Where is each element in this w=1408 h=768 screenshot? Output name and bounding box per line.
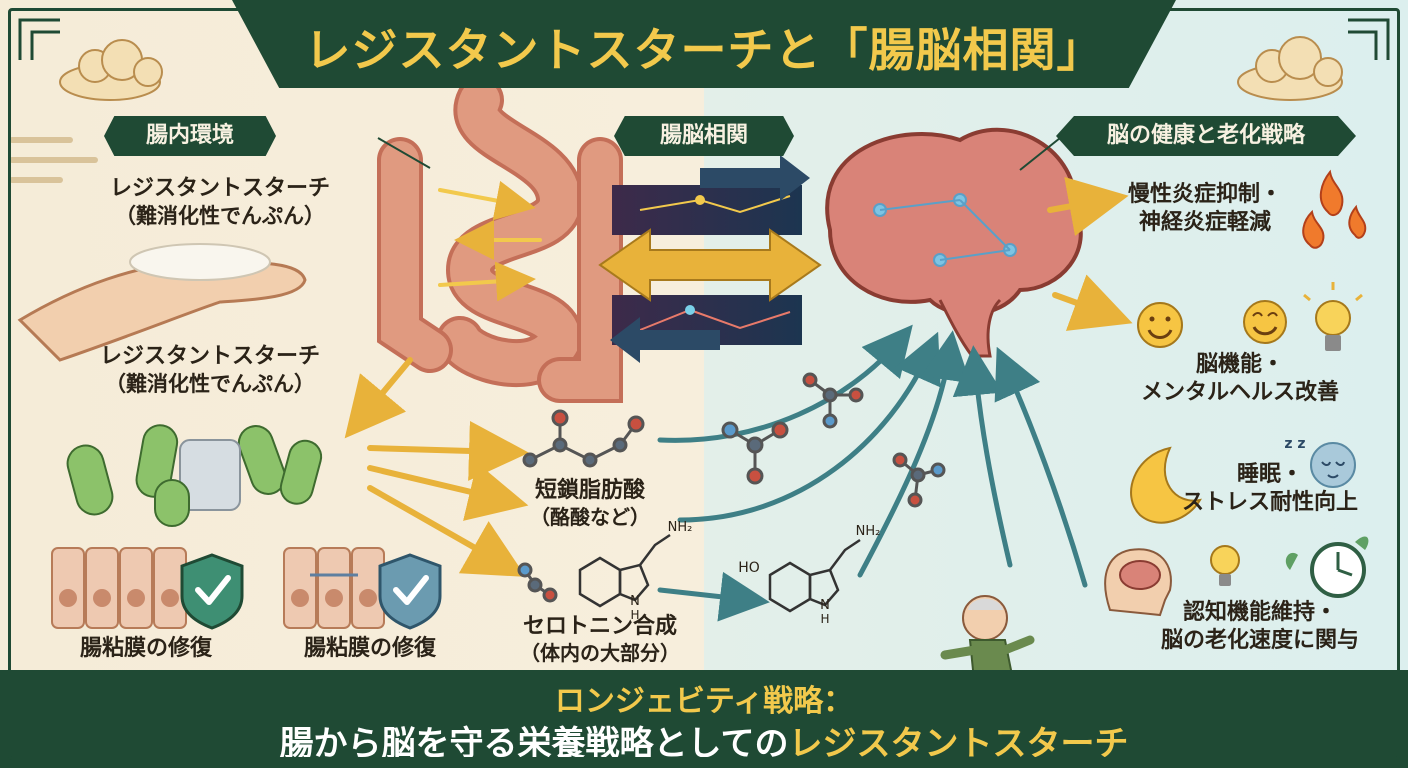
footer-band xyxy=(0,670,1408,768)
wind-lines-icon xyxy=(9,137,98,183)
benefit-inflammation-line2: 神経炎症軽減 xyxy=(1138,210,1271,235)
section-tag-brain: 脳の健康と老化戦略 xyxy=(1056,116,1356,156)
scfa-molecule-icon xyxy=(522,409,645,468)
lightbulb-icon xyxy=(1303,282,1363,351)
cloud-icon-left xyxy=(59,39,163,101)
title-banner xyxy=(232,0,1176,88)
serotonin-molecule-icon-2 xyxy=(768,538,861,613)
footer-subheading-part1: 腸から脳を守る栄養戦略としての xyxy=(279,724,789,764)
scfa-label: 短鎖脂肪酸 xyxy=(534,478,645,503)
smile-face-icon-1 xyxy=(1137,302,1183,348)
page-title: レジスタントスターチと「腸脳相関」 xyxy=(304,23,1104,77)
scfa-sub-label: （酪酸など） xyxy=(530,505,650,529)
section-tag-gut: 腸内環境 xyxy=(104,116,276,156)
benefit-sleep-line2: ストレス耐性向上 xyxy=(1181,490,1358,515)
footer-subheading-highlight: レジスタントスターチ xyxy=(788,724,1129,764)
ho-label: HO xyxy=(738,560,760,576)
serotonin-label: セロトニン合成 xyxy=(522,614,677,639)
corner-ornament-top-left xyxy=(18,18,60,60)
head-profile-icon xyxy=(1104,548,1172,617)
section-tag-axis: 腸脳相関 xyxy=(614,116,794,156)
intestine-icon xyxy=(377,76,623,403)
sleepy-face-icon xyxy=(1310,442,1356,488)
moon-icon xyxy=(1130,446,1202,524)
benefit-arrows xyxy=(1047,176,1133,331)
gut-cells-icon-1 xyxy=(51,547,187,629)
shield-check-icon-2 xyxy=(378,553,442,630)
resistant-starch-sub-mid: （難消化性でんぷん） xyxy=(105,372,315,396)
clock-icon xyxy=(1285,536,1369,598)
cloud-icon-right xyxy=(1237,36,1343,101)
benefit-sleep-line1: 睡眠・ xyxy=(1236,462,1303,487)
sleep-zz-label: z z xyxy=(1284,436,1306,452)
scfa-molecule-icon-4 xyxy=(892,452,946,508)
mucosa-repair-label-2: 腸粘膜の修復 xyxy=(303,636,436,661)
n-label-1: N xyxy=(630,594,640,609)
shield-check-icon-1 xyxy=(180,553,244,630)
scfa-molecule-icon-3 xyxy=(802,372,864,429)
smile-face-icon-2 xyxy=(1243,300,1287,344)
hand-with-starch-icon xyxy=(17,243,307,362)
gut-cells-icon-2 xyxy=(283,547,385,629)
resistant-starch-label-mid: レジスタントスターチ xyxy=(99,344,320,369)
corner-ornament-top-right xyxy=(1348,18,1390,60)
connector-line-brain xyxy=(1019,137,1061,171)
h-label-2: H xyxy=(820,612,830,626)
benefit-mental-line1: 脳機能・ xyxy=(1195,352,1284,377)
neuron-band-top xyxy=(612,185,802,235)
serotonin-sub-label: （体内の大部分） xyxy=(520,641,680,665)
serotonin-molecule-icon xyxy=(578,533,671,608)
footer-subheading: 腸から脳を守る栄養戦略としてのレジスタントスターチ xyxy=(0,716,1408,765)
h-label-1: H xyxy=(630,608,640,622)
resistant-starch-sub-top: （難消化性でんぷん） xyxy=(115,204,325,228)
teal-flow-arrows xyxy=(657,324,1088,622)
lightbulb-icon-2 xyxy=(1210,545,1240,586)
n-label-2: N xyxy=(820,598,830,613)
gold-flow-arrows xyxy=(344,357,529,577)
small-molecule-icon xyxy=(517,562,558,603)
connector-line-gut xyxy=(377,137,431,169)
bidirectional-arrow xyxy=(598,228,822,302)
resistant-starch-label-top: レジスタントスターチ xyxy=(109,176,330,201)
mucosa-repair-label-1: 腸粘膜の修復 xyxy=(79,636,212,661)
benefit-cognition-line2: 脳の老化速度に関与 xyxy=(1160,628,1359,653)
gut-bacteria-icon xyxy=(66,424,323,527)
benefit-inflammation-line1: 慢性炎症抑制・ xyxy=(1127,182,1282,207)
benefit-cognition-line1: 認知機能維持・ xyxy=(1182,600,1337,625)
nh2-label-2: NH₂ xyxy=(855,524,881,539)
arrow-right-icon xyxy=(700,155,810,201)
footer-heading: ロンジェビティ戦略： xyxy=(554,684,854,719)
arrow-left-icon xyxy=(610,317,720,363)
scfa-molecule-icon-2 xyxy=(721,421,789,485)
brain-icon xyxy=(825,127,1083,358)
fire-icon xyxy=(1302,169,1367,249)
benefit-mental-line2: メンタルヘルス改善 xyxy=(1140,380,1339,405)
nh2-label-1: NH₂ xyxy=(667,520,693,535)
